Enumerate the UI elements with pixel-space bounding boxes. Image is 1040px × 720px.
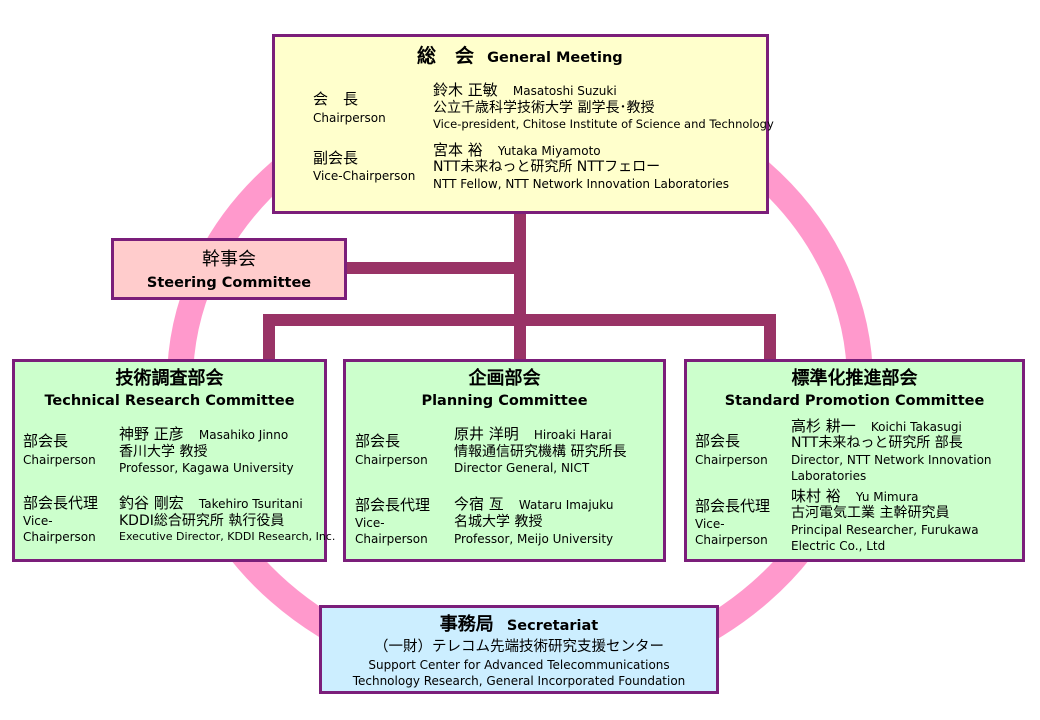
gm-vice-affil-en: NTT Fellow, NTT Network Innovation Labor…: [433, 177, 730, 191]
technical-vice-role-en-2: Chairperson: [23, 530, 96, 544]
gm-chair-name: 鈴木 正敏 Masatoshi Suzuki: [433, 82, 617, 98]
planning-chair-name-en: Hiroaki Harai: [533, 428, 612, 442]
standard-vice-name-en: Yu Mimura: [855, 490, 919, 504]
technical-vice-name-en: Takehiro Tsuritani: [198, 497, 303, 511]
technical-title-jp: 技術調査部会: [115, 368, 224, 389]
standard-vice-affil-jp: 古河電気工業 主幹研究員: [791, 505, 950, 521]
gm-chair-name-en: Masatoshi Suzuki: [512, 84, 617, 98]
planning-chair-name: 原井 洋明 Hiroaki Harai: [454, 426, 612, 442]
technical-vice-affil-en: Executive Director, KDDI Research, Inc.: [119, 530, 336, 543]
standard-chair-affil-en-1: Director, NTT Network Innovation: [791, 453, 992, 467]
secretariat-box: 事務局 Secretariat （一財）テレコム先端技術研究支援センター Sup…: [319, 605, 719, 694]
planning-chair-role-jp: 部会長: [355, 432, 401, 450]
standard-promotion-committee-box: 標準化推進部会 Standard Promotion Committee 部会長…: [684, 359, 1025, 562]
general-meeting-box: 総 会 General Meeting 会 長 Chairperson 鈴木 正…: [272, 34, 774, 214]
standard-vice-role-en-2: Chairperson: [695, 533, 768, 547]
gm-vice-name-jp: 宮本 裕: [433, 141, 483, 159]
standard-vice-role-en-1: Vice-: [695, 517, 725, 531]
technical-title-en: Technical Research Committee: [44, 393, 295, 409]
technical-vice-name: 釣谷 剛宏 Takehiro Tsuritani: [119, 495, 303, 511]
planning-vice-name-en: Wataru Imajuku: [518, 498, 614, 512]
technical-vice-affil-jp: KDDI総合研究所 執行役員: [119, 513, 285, 529]
planning-vice-name-jp: 今宿 亙: [454, 495, 504, 513]
gm-chair-role-en: Chairperson: [313, 111, 386, 125]
planning-chair-name-jp: 原井 洋明: [454, 425, 519, 443]
technical-chair-name: 神野 正彦 Masahiko Jinno: [119, 426, 288, 442]
planning-title-jp: 企画部会: [468, 368, 541, 389]
secretariat-org-en-2: Technology Research, General Incorporate…: [352, 674, 686, 688]
technical-chair-affil-jp: 香川大学 教授: [119, 444, 208, 460]
planning-vice-affil-jp: 名城大学 教授: [454, 514, 543, 530]
standard-chair-affil-jp: NTT未来ねっと研究所 部長: [791, 435, 963, 451]
connector-lines: [263, 212, 776, 361]
technical-chair-role-jp: 部会長: [23, 432, 69, 450]
secretariat-org-jp: （一財）テレコム先端技術研究支援センター: [374, 639, 664, 655]
gm-vice-role-jp: 副会長: [313, 149, 359, 167]
standard-vice-name-jp: 味村 裕: [791, 487, 841, 505]
standard-chair-name-en: Koichi Takasugi: [870, 420, 962, 434]
gm-chair-affil-jp: 公立千歳科学技術大学 副学長･教授: [433, 100, 655, 116]
planning-chair-role-en: Chairperson: [355, 453, 428, 467]
technical-chair-affil-en: Professor, Kagawa University: [119, 461, 294, 475]
gm-vice-affil-jp: NTT未来ねっと研究所 NTTフェロー: [433, 159, 661, 175]
technical-vice-role-jp: 部会長代理: [23, 494, 99, 512]
standard-title-jp: 標準化推進部会: [791, 368, 918, 389]
planning-committee-box: 企画部会 Planning Committee 部会長 Chairperson …: [343, 359, 666, 562]
planning-vice-role-en-2: Chairperson: [355, 532, 428, 546]
steering-committee-box: 幹事会 Steering Committee: [111, 238, 347, 300]
gm-vice-role-en: Vice-Chairperson: [313, 169, 416, 183]
gm-vice-name-en: Yutaka Miyamoto: [497, 144, 601, 158]
planning-vice-role-en-1: Vice-: [355, 516, 385, 530]
secretariat-title-jp: 事務局: [439, 614, 494, 635]
secretariat-org-en-1: Support Center for Advanced Telecommunic…: [368, 658, 670, 672]
gm-chair-role-jp: 会 長: [313, 90, 359, 108]
secretariat-title: 事務局 Secretariat: [322, 616, 716, 634]
general-meeting-title-jp: 総 会: [417, 45, 475, 67]
secretariat-title-en: Secretariat: [506, 618, 599, 634]
technical-vice-name-jp: 釣谷 剛宏: [119, 494, 184, 512]
gm-chair-name-jp: 鈴木 正敏: [433, 81, 498, 99]
planning-vice-name: 今宿 亙 Wataru Imajuku: [454, 496, 613, 512]
technical-research-committee-box: 技術調査部会 Technical Research Committee 部会長 …: [12, 359, 335, 562]
technical-chair-name-jp: 神野 正彦: [119, 425, 184, 443]
planning-chair-affil-jp: 情報通信研究機構 研究所長: [454, 444, 627, 460]
planning-chair-affil-en: Director General, NICT: [454, 461, 590, 475]
technical-chair-role-en: Chairperson: [23, 453, 96, 467]
standard-chair-name-jp: 高杉 耕一: [791, 417, 856, 435]
standard-vice-name: 味村 裕 Yu Mimura: [791, 488, 919, 504]
planning-vice-role-jp: 部会長代理: [355, 496, 431, 514]
general-meeting-title: 総 会 General Meeting: [417, 47, 623, 66]
standard-vice-affil-en-2: Electric Co., Ltd: [791, 539, 886, 553]
general-meeting-title-en: General Meeting: [487, 50, 623, 66]
planning-vice-affil-en: Professor, Meijo University: [454, 532, 614, 546]
standard-chair-name: 高杉 耕一 Koichi Takasugi: [791, 418, 962, 434]
steering-title-jp: 幹事会: [202, 249, 256, 270]
planning-title-en: Planning Committee: [421, 393, 588, 409]
standard-chair-affil-en-2: Laboratories: [791, 469, 867, 483]
standard-title-en: Standard Promotion Committee: [724, 393, 985, 409]
standard-chair-role-jp: 部会長: [695, 432, 741, 450]
technical-vice-role-en-1: Vice-: [23, 514, 53, 528]
standard-chair-role-en: Chairperson: [695, 453, 768, 467]
steering-title-en: Steering Committee: [146, 275, 312, 291]
standard-vice-role-jp: 部会長代理: [695, 497, 771, 515]
gm-vice-name: 宮本 裕 Yutaka Miyamoto: [433, 142, 601, 158]
standard-vice-affil-en-1: Principal Researcher, Furukawa: [791, 523, 979, 537]
gm-chair-affil-en: Vice-president, Chitose Institute of Sci…: [433, 117, 774, 131]
technical-chair-name-en: Masahiko Jinno: [198, 428, 289, 442]
